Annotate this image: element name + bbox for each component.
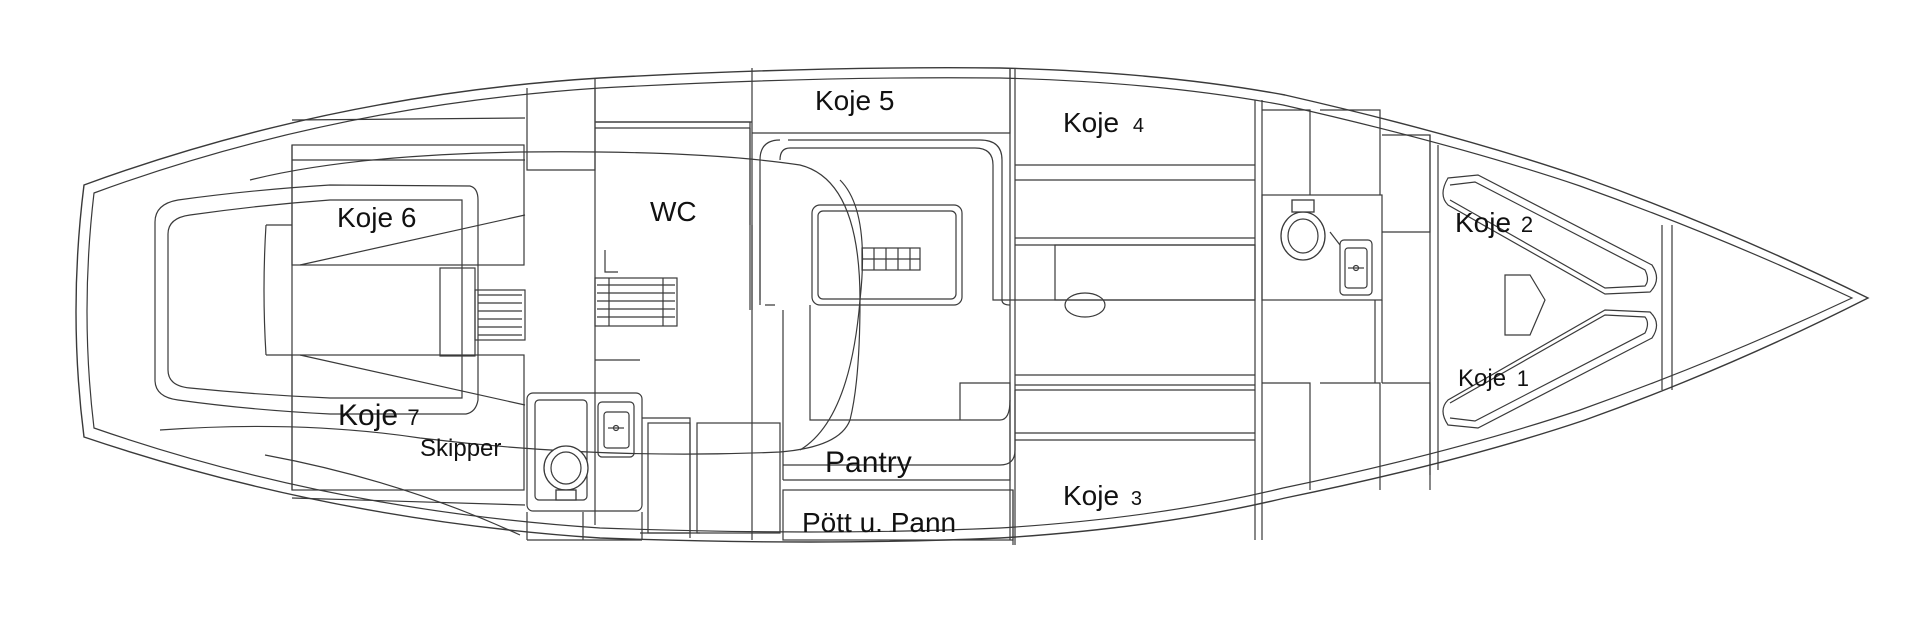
sprayhood-outline	[159, 151, 861, 455]
label-koje-3-main: Koje	[1063, 480, 1119, 511]
label-koje-6: Koje 6	[337, 202, 416, 233]
label-koje-2-main: Koje	[1455, 207, 1511, 238]
label-koje-4-num: 4	[1133, 115, 1144, 137]
label-koje-2: Koje 2	[1455, 207, 1533, 238]
galley-boxes	[647, 422, 1014, 545]
label-pott-u-pann: Pött u. Pann	[802, 507, 956, 538]
label-koje-3-num: 3	[1131, 488, 1142, 510]
forward-saloon	[1009, 68, 1263, 545]
label-koje-7-num: 7	[407, 405, 419, 430]
label-koje-7: Koje 7	[338, 399, 420, 432]
label-koje-3: Koje 3	[1063, 480, 1142, 511]
v-berth	[1429, 135, 1673, 475]
label-koje-1: Koje 1	[1458, 365, 1529, 392]
forward-heads	[1261, 109, 1431, 490]
hull-outline	[75, 67, 1870, 543]
label-koje-5: Koje 5	[815, 85, 894, 116]
cockpit-benches	[263, 117, 526, 536]
label-koje-1-num: 1	[1517, 366, 1529, 391]
label-pantry: Pantry	[825, 446, 912, 479]
cabin-labels: Koje 5 Koje 4 Koje 6 WC Koje 2 Koje 1 Ko…	[337, 85, 1533, 538]
label-skipper: Skipper	[420, 435, 501, 462]
label-koje-2-num: 2	[1521, 212, 1533, 237]
label-wc: WC	[650, 196, 697, 227]
saloon-structure	[596, 68, 1016, 540]
aft-heads	[526, 392, 700, 541]
label-koje-7-main: Koje	[338, 399, 398, 432]
label-koje-4-main: Koje	[1063, 107, 1119, 138]
cockpit-steps	[439, 267, 526, 357]
label-koje-4: Koje 4	[1063, 107, 1144, 138]
label-koje-1-main: Koje	[1458, 365, 1506, 392]
cockpit-outline	[154, 184, 479, 415]
